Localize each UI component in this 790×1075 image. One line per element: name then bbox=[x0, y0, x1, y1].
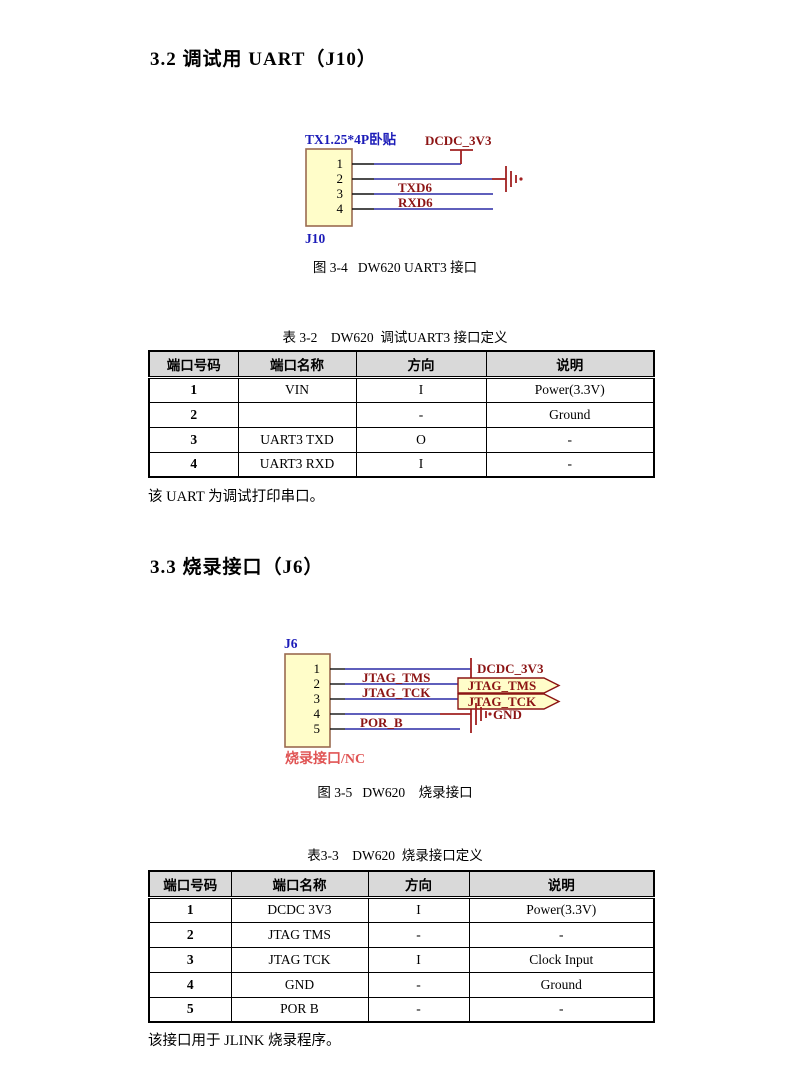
cell-direction: - bbox=[367, 921, 470, 948]
table-row: 3 JTAG TCK I Clock Input bbox=[148, 946, 655, 973]
cell-port: 4 bbox=[148, 971, 232, 998]
pin-number-1: 1 bbox=[337, 156, 344, 171]
connector-body-j6 bbox=[284, 653, 331, 748]
cell-name: VIN bbox=[237, 376, 357, 403]
cell-name: UART3 RXD bbox=[237, 451, 357, 478]
pin-number-3: 3 bbox=[314, 691, 321, 706]
uart-definition-table: 端口号码 端口名称 方向 说明 1 VIN I Power(3.3V) 2 - … bbox=[148, 350, 655, 478]
rxd6-net-label: RXD6 bbox=[398, 195, 433, 210]
table-header-row: 端口号码 端口名称 方向 说明 bbox=[148, 350, 655, 379]
cell-port: 4 bbox=[148, 451, 239, 478]
col-header-direction: 方向 bbox=[367, 870, 470, 899]
pin-number-2: 2 bbox=[314, 676, 321, 691]
table-row: 4 UART3 RXD I - bbox=[148, 451, 655, 478]
cell-description: Ground bbox=[485, 401, 655, 428]
cell-port: 5 bbox=[148, 996, 232, 1023]
cell-port: 1 bbox=[148, 376, 239, 403]
connector-type-label: TX1.25*4P卧贴 bbox=[305, 131, 397, 147]
jtag-tck-flag-label: JTAG_TCK bbox=[468, 694, 537, 709]
jtag-j6-schematic: J6 1 2 3 4 5 DCDC_3V3 JTAG_TMS JTAG_TCK … bbox=[284, 636, 561, 766]
table-row: 4 GND - Ground bbox=[148, 971, 655, 998]
col-header-port-number: 端口号码 bbox=[148, 870, 232, 899]
pin-number-5: 5 bbox=[314, 721, 321, 736]
pin-number-1: 1 bbox=[314, 661, 321, 676]
txd6-net-label: TXD6 bbox=[398, 180, 432, 195]
cell-name: POR B bbox=[230, 996, 369, 1023]
jtag-tck-net-label: JTAG_TCK bbox=[362, 685, 431, 700]
section-heading-3-2: 3.2 调试用 UART（J10） bbox=[150, 49, 377, 70]
col-header-port-name: 端口名称 bbox=[237, 350, 357, 379]
cell-direction: I bbox=[367, 946, 470, 973]
jtag-definition-table: 端口号码 端口名称 方向 说明 1 DCDC 3V3 I Power(3.3V)… bbox=[148, 870, 655, 1023]
cell-description: Power(3.3V) bbox=[468, 896, 655, 923]
cell-description: Ground bbox=[468, 971, 655, 998]
section-heading-3-3: 3.3 烧录接口（J6） bbox=[150, 557, 324, 578]
cell-name: GND bbox=[230, 971, 369, 998]
pin-number-3: 3 bbox=[337, 186, 344, 201]
col-header-direction: 方向 bbox=[355, 350, 487, 379]
gnd-net-label: GND bbox=[493, 707, 522, 722]
cell-name: JTAG TCK bbox=[230, 946, 369, 973]
por-b-net-label: POR_B bbox=[360, 715, 403, 730]
cell-direction: - bbox=[367, 996, 470, 1023]
table-row: 1 VIN I Power(3.3V) bbox=[148, 376, 655, 403]
col-header-description: 说明 bbox=[485, 350, 655, 379]
cell-port: 2 bbox=[148, 921, 232, 948]
figure-3-4-caption: 图 3-4 DW620 UART3 接口 bbox=[312, 260, 478, 275]
table-row: 5 POR B - - bbox=[148, 996, 655, 1023]
cell-description: Clock Input bbox=[468, 946, 655, 973]
cell-direction: - bbox=[367, 971, 470, 998]
cell-direction: O bbox=[355, 426, 487, 453]
table-row: 2 - Ground bbox=[148, 401, 655, 428]
table-row: 1 DCDC 3V3 I Power(3.3V) bbox=[148, 896, 655, 923]
col-header-port-name: 端口名称 bbox=[230, 870, 369, 899]
jtag-tms-port-flag bbox=[457, 677, 561, 694]
cell-direction: I bbox=[355, 376, 487, 403]
cell-direction: I bbox=[367, 896, 470, 923]
pin-number-4: 4 bbox=[314, 706, 321, 721]
cell-description: - bbox=[485, 426, 655, 453]
cell-direction: I bbox=[355, 451, 487, 478]
jtag-tms-flag-label: JTAG_TMS bbox=[468, 678, 536, 693]
connector-body-j10 bbox=[305, 148, 353, 227]
designator-j6: J6 bbox=[284, 636, 298, 651]
cell-description: - bbox=[468, 996, 655, 1023]
uart-note-paragraph: 该 UART 为调试打印串口。 bbox=[148, 489, 325, 505]
figure-3-5-caption: 图 3-5 DW620 烧录接口 bbox=[317, 785, 473, 800]
col-header-description: 说明 bbox=[468, 870, 655, 899]
jlink-note-paragraph: 该接口用于 JLINK 烧录程序。 bbox=[148, 1033, 341, 1049]
cell-direction: - bbox=[355, 401, 487, 428]
cell-port: 3 bbox=[148, 946, 232, 973]
jtag-tms-net-label: JTAG_TMS bbox=[362, 670, 430, 685]
table-row: 2 JTAG TMS - - bbox=[148, 921, 655, 948]
cell-name: DCDC 3V3 bbox=[230, 896, 369, 923]
cell-port: 1 bbox=[148, 896, 232, 923]
dcdc-3v3-net-label: DCDC_3V3 bbox=[477, 661, 544, 676]
cell-port: 2 bbox=[148, 401, 239, 428]
burn-interface-note: 烧录接口/NC bbox=[285, 750, 365, 766]
gnd-dot bbox=[488, 712, 492, 716]
col-header-port-number: 端口号码 bbox=[148, 350, 239, 379]
table-header-row: 端口号码 端口名称 方向 说明 bbox=[148, 870, 655, 899]
cell-description: Power(3.3V) bbox=[485, 376, 655, 403]
cell-description: - bbox=[468, 921, 655, 948]
cell-name: UART3 TXD bbox=[237, 426, 357, 453]
table-3-3-caption: 表3-3 DW620 烧录接口定义 bbox=[307, 848, 483, 863]
uart-j10-schematic: TX1.25*4P卧贴 DCDC_3V3 1 2 3 4 TXD6 RXD6 J… bbox=[305, 131, 523, 246]
jtag-tck-port-flag bbox=[457, 693, 561, 710]
pin-number-2: 2 bbox=[337, 171, 344, 186]
gnd-dot bbox=[519, 177, 523, 181]
cell-name bbox=[237, 401, 357, 428]
table-3-2-caption: 表 3-2 DW620 调试UART3 接口定义 bbox=[282, 330, 508, 345]
designator-j10: J10 bbox=[305, 231, 326, 246]
cell-name: JTAG TMS bbox=[230, 921, 369, 948]
dcdc-3v3-net-label: DCDC_3V3 bbox=[425, 133, 492, 148]
cell-description: - bbox=[485, 451, 655, 478]
cell-port: 3 bbox=[148, 426, 239, 453]
pin-number-4: 4 bbox=[337, 201, 344, 216]
table-row: 3 UART3 TXD O - bbox=[148, 426, 655, 453]
